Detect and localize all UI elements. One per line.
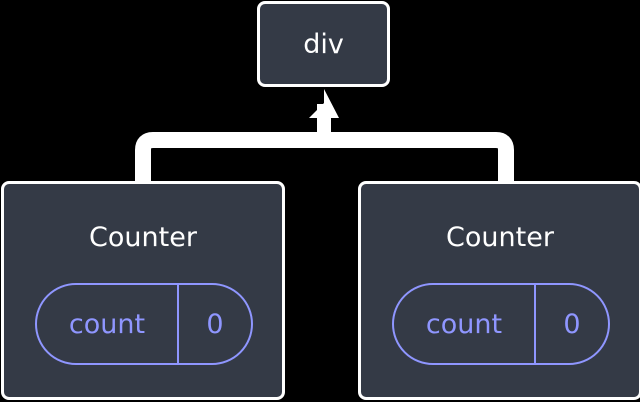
state-name-right: count bbox=[425, 308, 503, 340]
counter-label-left: Counter bbox=[89, 222, 197, 253]
root-node: div bbox=[257, 1, 390, 87]
state-divider-right bbox=[534, 285, 536, 363]
connector-branch bbox=[135, 132, 514, 181]
counter-node-left: Counter count 0 bbox=[1, 181, 285, 400]
state-divider-left bbox=[177, 285, 179, 363]
state-name-left: count bbox=[68, 308, 146, 340]
state-pill-left: count 0 bbox=[35, 283, 253, 365]
root-label: div bbox=[303, 28, 344, 60]
state-value-left: 0 bbox=[206, 308, 224, 340]
state-value-right: 0 bbox=[563, 308, 581, 340]
counter-node-right: Counter count 0 bbox=[358, 181, 640, 400]
counter-label-right: Counter bbox=[446, 222, 554, 253]
connector-stem bbox=[309, 89, 339, 118]
state-pill-right: count 0 bbox=[392, 283, 610, 365]
